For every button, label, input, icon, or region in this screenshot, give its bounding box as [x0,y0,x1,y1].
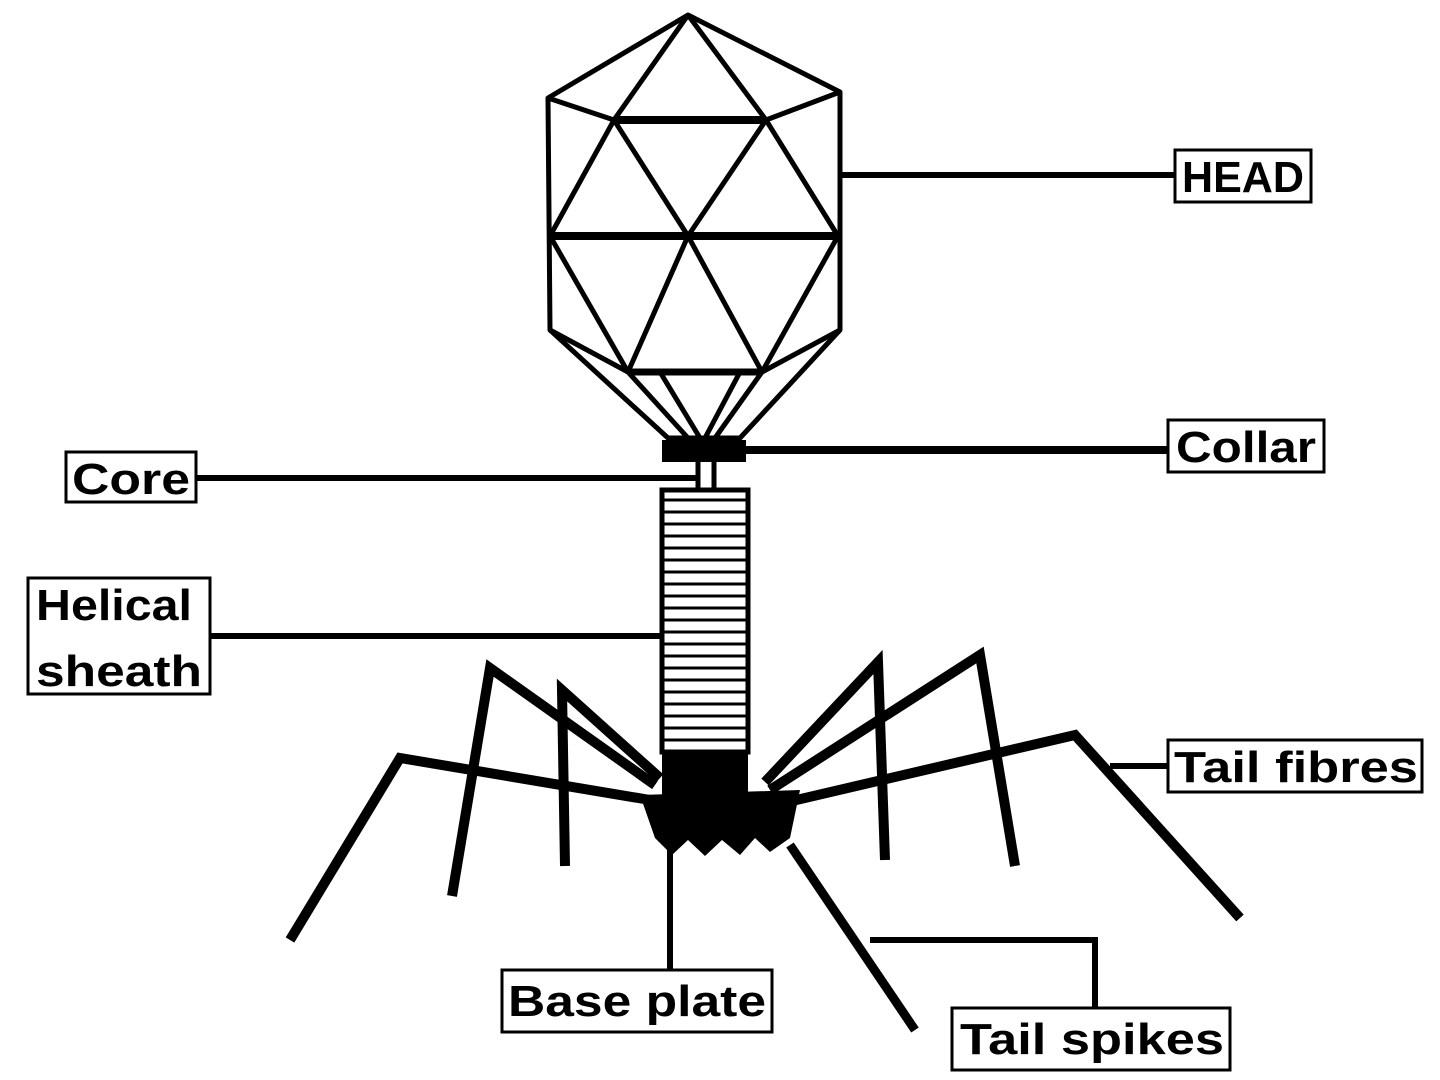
head-capsid [545,12,843,441]
helical-sheath [659,487,751,755]
tail-fibre [773,729,1244,922]
head-edge [547,118,617,238]
label-helical-sheath: Helical sheath [26,576,212,696]
tail-fibre [556,678,664,867]
label-collar: Collar [1166,418,1326,474]
label-head-text: HEAD [1182,153,1304,202]
label-base-plate-text: Base plate [508,977,766,1026]
head-outline [545,12,843,441]
head-edge [712,370,765,440]
label-core: Core [64,450,198,504]
leader-lines [196,172,1178,1010]
tail-fibres [285,646,1244,943]
label-tail-fibres-text: Tail fibres [1174,743,1418,792]
base-plate [640,750,800,856]
label-tail-spikes-text: Tail spikes [960,1015,1224,1064]
head-edge [625,234,691,374]
tail-spike [786,842,919,1033]
label-base-plate: Base plate [500,968,774,1034]
head-edge [547,95,615,123]
head-edge [760,327,842,375]
head-edge [763,118,841,238]
head-edge [548,327,630,375]
label-tail-fibres: Tail fibres [1166,738,1424,794]
head-edge [765,89,841,123]
tail-fibre [761,649,890,861]
head-edge [611,118,691,238]
tail-spikes-leader [870,937,1098,1010]
head-edge [657,370,703,440]
head-edge [611,13,691,122]
label-helical-sheath-line2: sheath [36,647,202,696]
collar [662,440,746,462]
label-helical-sheath-line1: Helical [36,581,192,630]
tail-fibre [447,659,658,897]
sheath-rings [664,498,746,742]
label-collar-text: Collar [1176,423,1316,472]
head-edge [626,370,690,440]
label-tail-spikes: Tail spikes [950,1006,1232,1072]
tail-fibre [767,646,1020,867]
head-edge [685,234,765,374]
label-core-text: Core [72,455,190,504]
head-edge [547,234,631,374]
label-head: HEAD [1173,148,1313,204]
head-edge [685,118,769,238]
tail-spikes [786,842,919,1033]
head-edge [759,234,841,374]
head-edge [685,13,769,122]
head-edge [702,370,743,440]
